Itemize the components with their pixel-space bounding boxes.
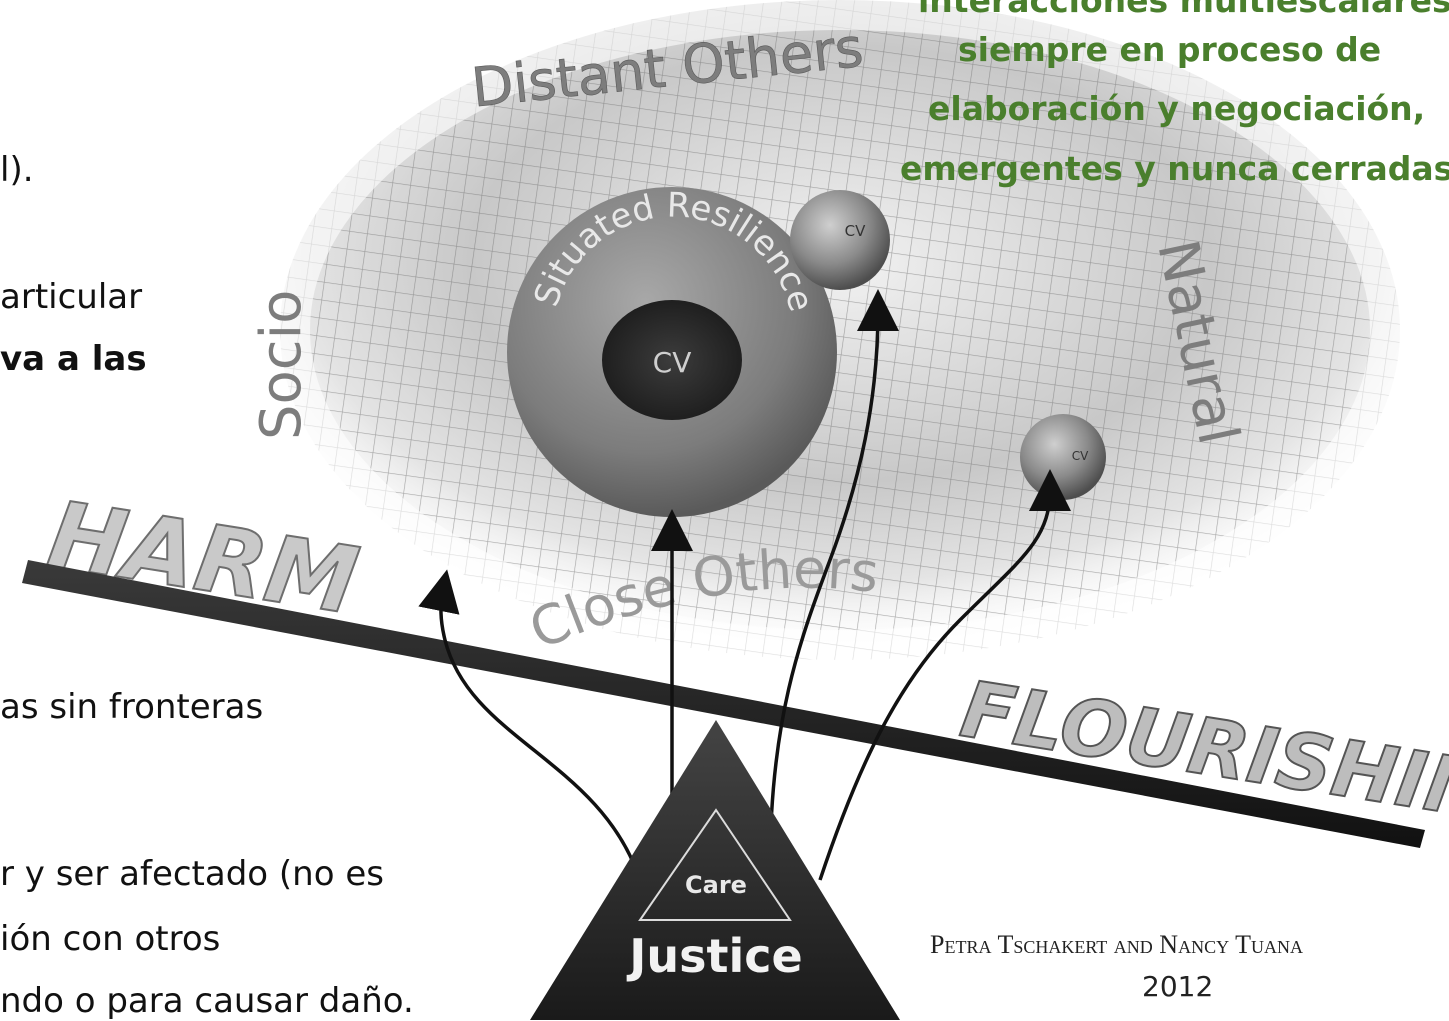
green-text-line-3: emergentes y nunca cerradas	[900, 149, 1449, 188]
justice-label: Justice	[626, 929, 802, 983]
cv-right-label: CV	[1072, 449, 1089, 463]
arrow-to-top-sphere	[768, 289, 899, 871]
arrow-to-right-sphere	[818, 469, 1071, 881]
mesh-surface	[250, 0, 1430, 690]
cv-sphere-top: CV	[790, 190, 890, 290]
balance-beam	[22, 560, 1425, 848]
left-text-line-6: ión con otros	[0, 919, 221, 959]
cv-main-label: CV	[653, 346, 692, 379]
left-text-line-2: articular	[0, 277, 143, 317]
left-text-line-7: ndo o para causar daño.	[0, 981, 414, 1021]
green-text-line-0: interacciones multiescalares	[918, 0, 1449, 20]
justice-triangle: Care Justice	[530, 720, 900, 1020]
green-text-line-1: siempre en proceso de	[958, 30, 1382, 69]
arrow-to-harm	[418, 569, 642, 881]
situated-resilience-sphere: Situated Resilience CV	[507, 185, 837, 517]
flourishing-label: FLOURISHING	[955, 665, 1449, 848]
left-text-line-3: va a las	[0, 339, 147, 379]
green-text-line-2: elaboración y negociación,	[928, 89, 1426, 128]
left-text-line-4: as sin fronteras	[0, 687, 264, 727]
left-text-line-5: r y ser afectado (no es	[0, 854, 384, 894]
cv-sphere-right: CV	[1020, 414, 1106, 500]
care-label: Care	[685, 871, 747, 899]
authors-credit: Petra Tschakert and Nancy Tuana	[930, 930, 1303, 959]
socio-label: Socio	[249, 290, 314, 440]
year-credit: 2012	[1142, 970, 1214, 1003]
left-text-line-1: l).	[0, 150, 34, 190]
cv-top-label: CV	[845, 222, 866, 240]
